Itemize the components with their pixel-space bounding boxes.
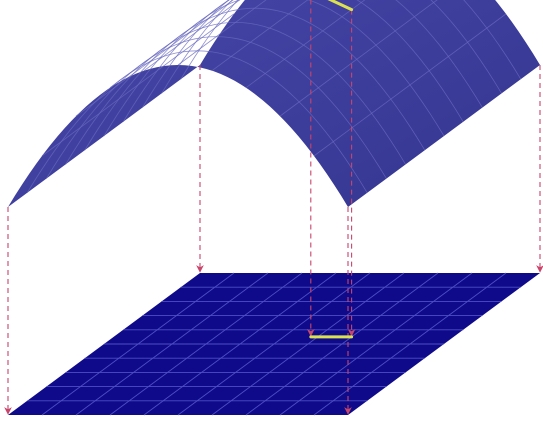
curved-surface — [8, 0, 540, 207]
surface-grid-line — [142, 0, 483, 108]
surface-grid-line — [65, 21, 406, 165]
domain-plane — [8, 272, 540, 416]
surface-patch — [8, 0, 540, 207]
surface-grid-line — [84, 7, 426, 151]
surface-grid-line — [161, 0, 502, 94]
surface-highlight-segment — [327, 0, 354, 12]
surface-grid-line — [103, 0, 445, 137]
highlighted-segments — [309, 0, 354, 339]
surface-grid-line — [46, 36, 387, 179]
surface-grid-line — [211, 0, 309, 72]
surface-grid-line — [180, 0, 522, 80]
surface-grid-line — [26, 50, 368, 194]
projection-lines — [4, 0, 543, 415]
surface-grid-line — [122, 0, 464, 123]
surface-grid-line — [177, 0, 267, 66]
